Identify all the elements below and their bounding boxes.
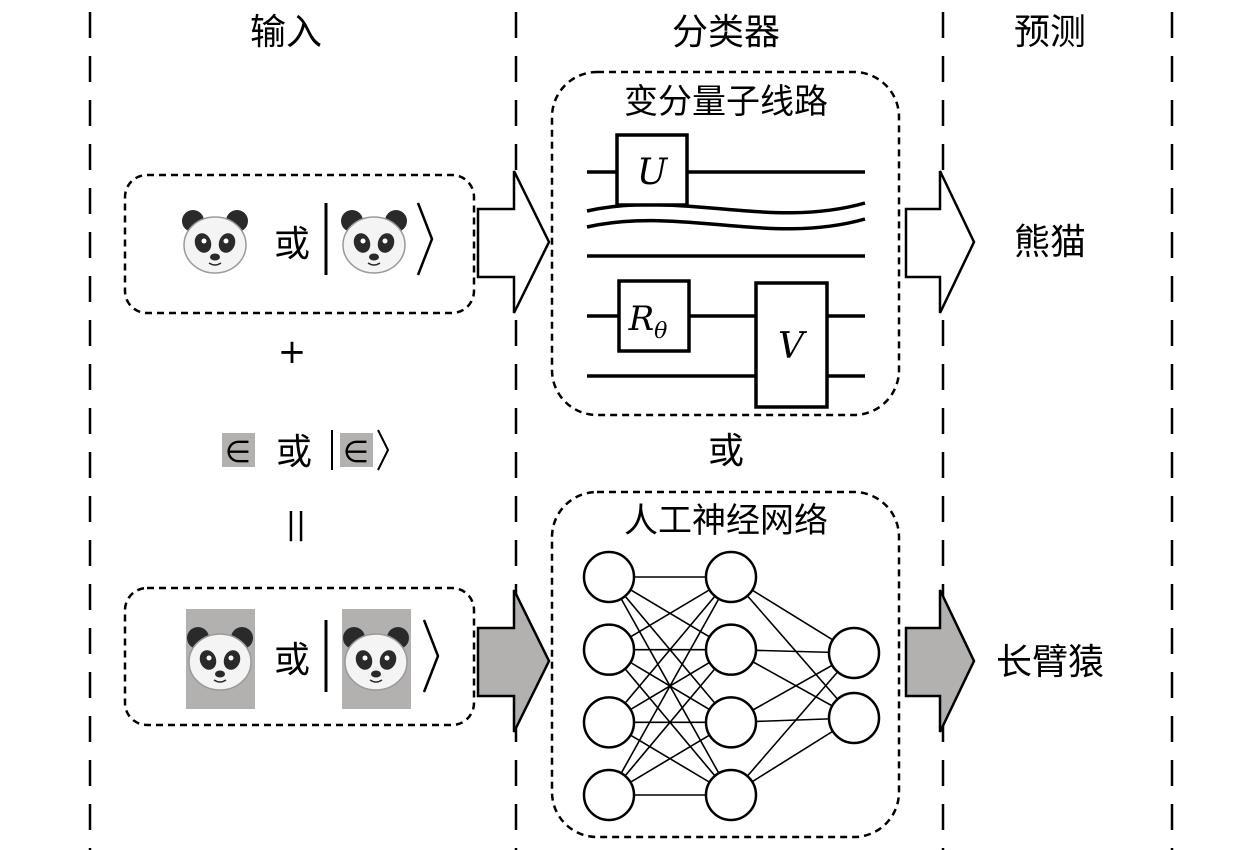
equals-sign: || bbox=[286, 507, 306, 542]
clean-input-box bbox=[123, 173, 476, 315]
network-edge bbox=[608, 576, 732, 723]
gate-r-theta bbox=[617, 279, 691, 353]
panda-icon bbox=[186, 626, 254, 691]
adversarial-input-or-label: 或 bbox=[274, 640, 310, 681]
neural-network-title: 人工神经网络 bbox=[624, 501, 828, 541]
neuron-layer-2 bbox=[704, 696, 758, 749]
column-heading-input: 输入 bbox=[250, 12, 322, 53]
neuron-layer-1 bbox=[582, 623, 636, 676]
panda-icon bbox=[181, 209, 249, 274]
column-heading-prediction: 预测 bbox=[1014, 12, 1086, 53]
neuron-layer-1 bbox=[582, 550, 636, 604]
gate-u-label: U bbox=[637, 152, 669, 193]
quantum-circuit-box bbox=[550, 70, 901, 417]
ket-angle-icon bbox=[416, 202, 434, 276]
ket-angle-icon bbox=[377, 429, 390, 471]
gate-r-label: Rθ bbox=[628, 299, 668, 344]
clean-input-or-label: 或 bbox=[274, 224, 310, 265]
gate-v bbox=[754, 281, 829, 409]
clean-input-arrow bbox=[476, 170, 551, 314]
network-edge bbox=[608, 576, 732, 796]
ket-angle-icon bbox=[422, 619, 440, 693]
neural-network-edges bbox=[608, 576, 855, 796]
neural-network-nodes bbox=[582, 550, 881, 822]
clean-output-arrow bbox=[904, 170, 976, 314]
perturbation-symbol: ∈ bbox=[343, 435, 369, 470]
wire-break-bottom bbox=[586, 217, 866, 231]
adversarial-input-arrow bbox=[476, 589, 551, 733]
panda-icon bbox=[342, 626, 410, 691]
neuron-layer-2 bbox=[704, 768, 758, 822]
prediction-bottom-label: 长臂猿 bbox=[996, 642, 1104, 683]
perturbation-or-label: 或 bbox=[276, 432, 312, 473]
column-heading-classifier: 分类器 bbox=[672, 12, 780, 53]
adversarial-input-box bbox=[123, 586, 476, 727]
network-edge bbox=[730, 652, 855, 796]
neuron-layer-3 bbox=[827, 626, 881, 680]
plus-sign: + bbox=[278, 332, 307, 372]
network-edge bbox=[608, 649, 732, 796]
gate-u bbox=[615, 133, 689, 207]
prediction-top-label: 熊猫 bbox=[1014, 222, 1086, 263]
quantum-circuit-title: 变分量子线路 bbox=[624, 82, 828, 122]
neuron-layer-1 bbox=[582, 696, 636, 749]
adversarial-output-arrow bbox=[904, 589, 976, 733]
neuron-layer-2 bbox=[704, 623, 758, 676]
neural-network-box bbox=[550, 490, 901, 839]
perturbation-icon-bg bbox=[222, 433, 255, 467]
classifier-or-label: 或 bbox=[708, 431, 744, 472]
neuron-layer-3 bbox=[827, 691, 881, 745]
network-edge bbox=[730, 576, 855, 719]
gate-v-label: V bbox=[778, 326, 808, 367]
perturbation-icon-bg bbox=[340, 433, 373, 467]
neuron-layer-1 bbox=[582, 768, 636, 822]
panda-icon bbox=[340, 209, 408, 274]
perturbation-symbol: ∈ bbox=[225, 435, 251, 470]
gate-r-subscript: θ bbox=[654, 319, 667, 344]
neuron-layer-2 bbox=[704, 550, 758, 604]
